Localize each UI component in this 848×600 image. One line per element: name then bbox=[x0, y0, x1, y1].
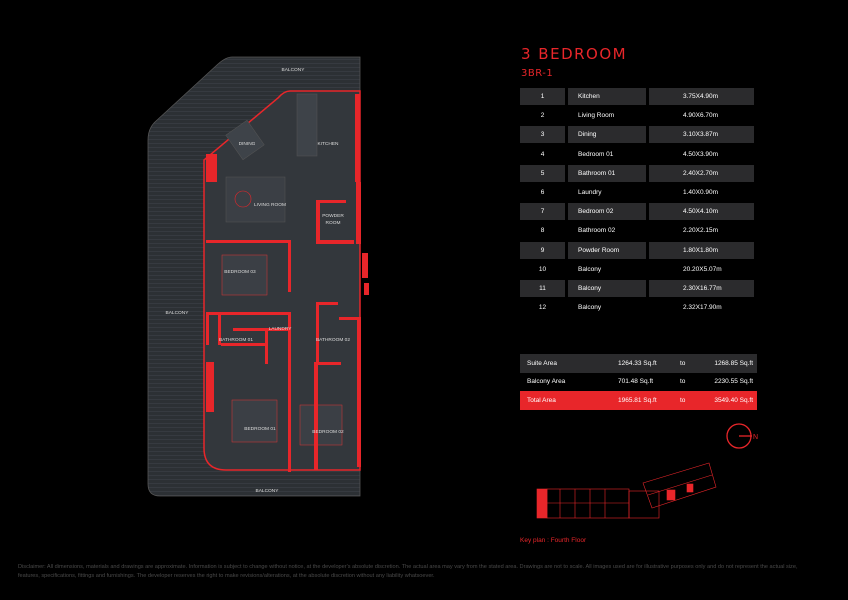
area-row: Balcony Area 701.48 Sq.ft to 2230.55 Sq.ft bbox=[520, 373, 757, 392]
table-row: 10 Balcony 20.20X5.07m bbox=[520, 260, 757, 279]
room-size: 4.90X6.70m bbox=[683, 112, 719, 120]
bed-01 bbox=[231, 399, 278, 443]
table-row: 2 Living Room 4.90X6.70m bbox=[520, 106, 757, 125]
area-max: 1268.85 Sq.ft bbox=[714, 359, 753, 367]
room-number: 11 bbox=[520, 279, 565, 297]
compass-north-label: N bbox=[753, 434, 758, 441]
label-bathroom-01: BATHROOM 01 bbox=[219, 337, 253, 343]
unit-code: 3BR-1 bbox=[521, 68, 554, 79]
area-max: 2230.55 Sq.ft bbox=[714, 378, 753, 386]
area-row: Total Area 1965.81 Sq.ft to 3549.40 Sq.ft bbox=[520, 391, 757, 410]
area-to: to bbox=[680, 359, 686, 367]
room-size: 1.40X0.90m bbox=[683, 189, 719, 197]
area-label: Balcony Area bbox=[527, 378, 566, 386]
coffee-table bbox=[234, 190, 252, 208]
label-balcony-bottom: BALCONY bbox=[256, 488, 280, 494]
label-dining: DINING bbox=[239, 141, 256, 147]
label-balcony-left: BALCONY bbox=[166, 310, 190, 316]
area-to: to bbox=[680, 378, 686, 386]
key-plan-label: Key plan : Fourth Floor bbox=[520, 537, 587, 544]
area-min: 701.48 Sq.ft bbox=[618, 378, 654, 386]
area-max: 3549.40 Sq.ft bbox=[714, 396, 753, 404]
label-bedroom-01: BEDROOM 01 bbox=[244, 426, 276, 432]
bed-03 bbox=[221, 254, 268, 296]
room-size: 2.30X16.77m bbox=[649, 279, 754, 297]
table-row: 8 Bathroom 02 2.20X2.15m bbox=[520, 221, 757, 240]
room-size: 4.50X3.90m bbox=[683, 150, 719, 158]
room-number: 2 bbox=[540, 112, 545, 120]
label-laundry: LAUNDRY bbox=[269, 326, 293, 332]
room-name: Bedroom 02 bbox=[568, 203, 646, 221]
area-row: Suite Area 1264.33 Sq.ft to 1268.85 Sq.ft bbox=[520, 354, 757, 373]
room-name: Kitchen bbox=[568, 88, 646, 106]
label-bathroom-02: BATHROOM 02 bbox=[316, 337, 350, 343]
room-number: 6 bbox=[540, 189, 545, 197]
compass-icon: N bbox=[726, 423, 758, 449]
room-name: Bathroom 01 bbox=[568, 164, 646, 182]
label-bedroom-02: BEDROOM 02 bbox=[312, 429, 344, 435]
walls bbox=[206, 94, 369, 472]
room-number: 1 bbox=[520, 88, 565, 106]
disclaimer: Disclaimer: All dimensions, materials an… bbox=[18, 564, 798, 579]
room-number: 8 bbox=[540, 227, 545, 235]
room-name: Bathroom 02 bbox=[578, 227, 616, 235]
room-number: 10 bbox=[538, 265, 547, 273]
room-number: 5 bbox=[520, 164, 565, 182]
label-living-room: LIVING ROOM bbox=[254, 202, 286, 208]
room-number: 9 bbox=[520, 241, 565, 259]
area-min: 1965.81 Sq.ft bbox=[618, 396, 657, 404]
room-name: Balcony bbox=[578, 265, 602, 273]
room-number: 4 bbox=[540, 150, 545, 158]
area-label: Total Area bbox=[527, 396, 556, 404]
room-size: 2.40X2.70m bbox=[649, 164, 754, 182]
label-powder: POWDER bbox=[322, 213, 344, 219]
room-name: Living Room bbox=[578, 112, 615, 120]
label-bedroom-03: BEDROOM 03 bbox=[224, 269, 256, 275]
area-to: to bbox=[680, 396, 686, 404]
room-size: 20.20X5.07m bbox=[683, 265, 722, 273]
room-name: Powder Room bbox=[568, 241, 646, 259]
room-name: Balcony bbox=[578, 304, 602, 312]
table-row: 6 Laundry 1.40X0.90m bbox=[520, 183, 757, 202]
kitchen-island bbox=[296, 93, 318, 157]
room-size: 3.75X4.90m bbox=[649, 88, 754, 106]
bed-02 bbox=[299, 404, 343, 446]
room-number: 7 bbox=[520, 203, 565, 221]
room-size: 4.50X4.10m bbox=[649, 203, 754, 221]
room-name: Balcony bbox=[568, 279, 646, 297]
room-number: 12 bbox=[538, 304, 547, 312]
room-size: 2.20X2.15m bbox=[683, 227, 719, 235]
key-plan bbox=[536, 462, 717, 519]
area-min: 1264.33 Sq.ft bbox=[618, 359, 657, 367]
table-row: 12 Balcony 2.32X17.90m bbox=[520, 298, 757, 317]
label-balcony-top: BALCONY bbox=[282, 67, 306, 73]
room-name: Laundry bbox=[578, 189, 602, 197]
room-size: 1.80X1.80m bbox=[649, 241, 754, 259]
table-row: 4 Bedroom 01 4.50X3.90m bbox=[520, 145, 757, 164]
label-powder-room: ROOM bbox=[326, 220, 341, 226]
room-size: 2.32X17.90m bbox=[683, 304, 722, 312]
room-size: 3.10X3.87m bbox=[649, 126, 754, 144]
sofa bbox=[225, 176, 286, 223]
room-number: 3 bbox=[520, 126, 565, 144]
room-name: Bedroom 01 bbox=[578, 150, 614, 158]
room-name: Dining bbox=[568, 126, 646, 144]
dining-table bbox=[225, 119, 265, 161]
area-label: Suite Area bbox=[527, 359, 557, 367]
label-kitchen: KITCHEN bbox=[317, 141, 339, 147]
unit-title: 3 BEDROOM bbox=[521, 45, 628, 63]
